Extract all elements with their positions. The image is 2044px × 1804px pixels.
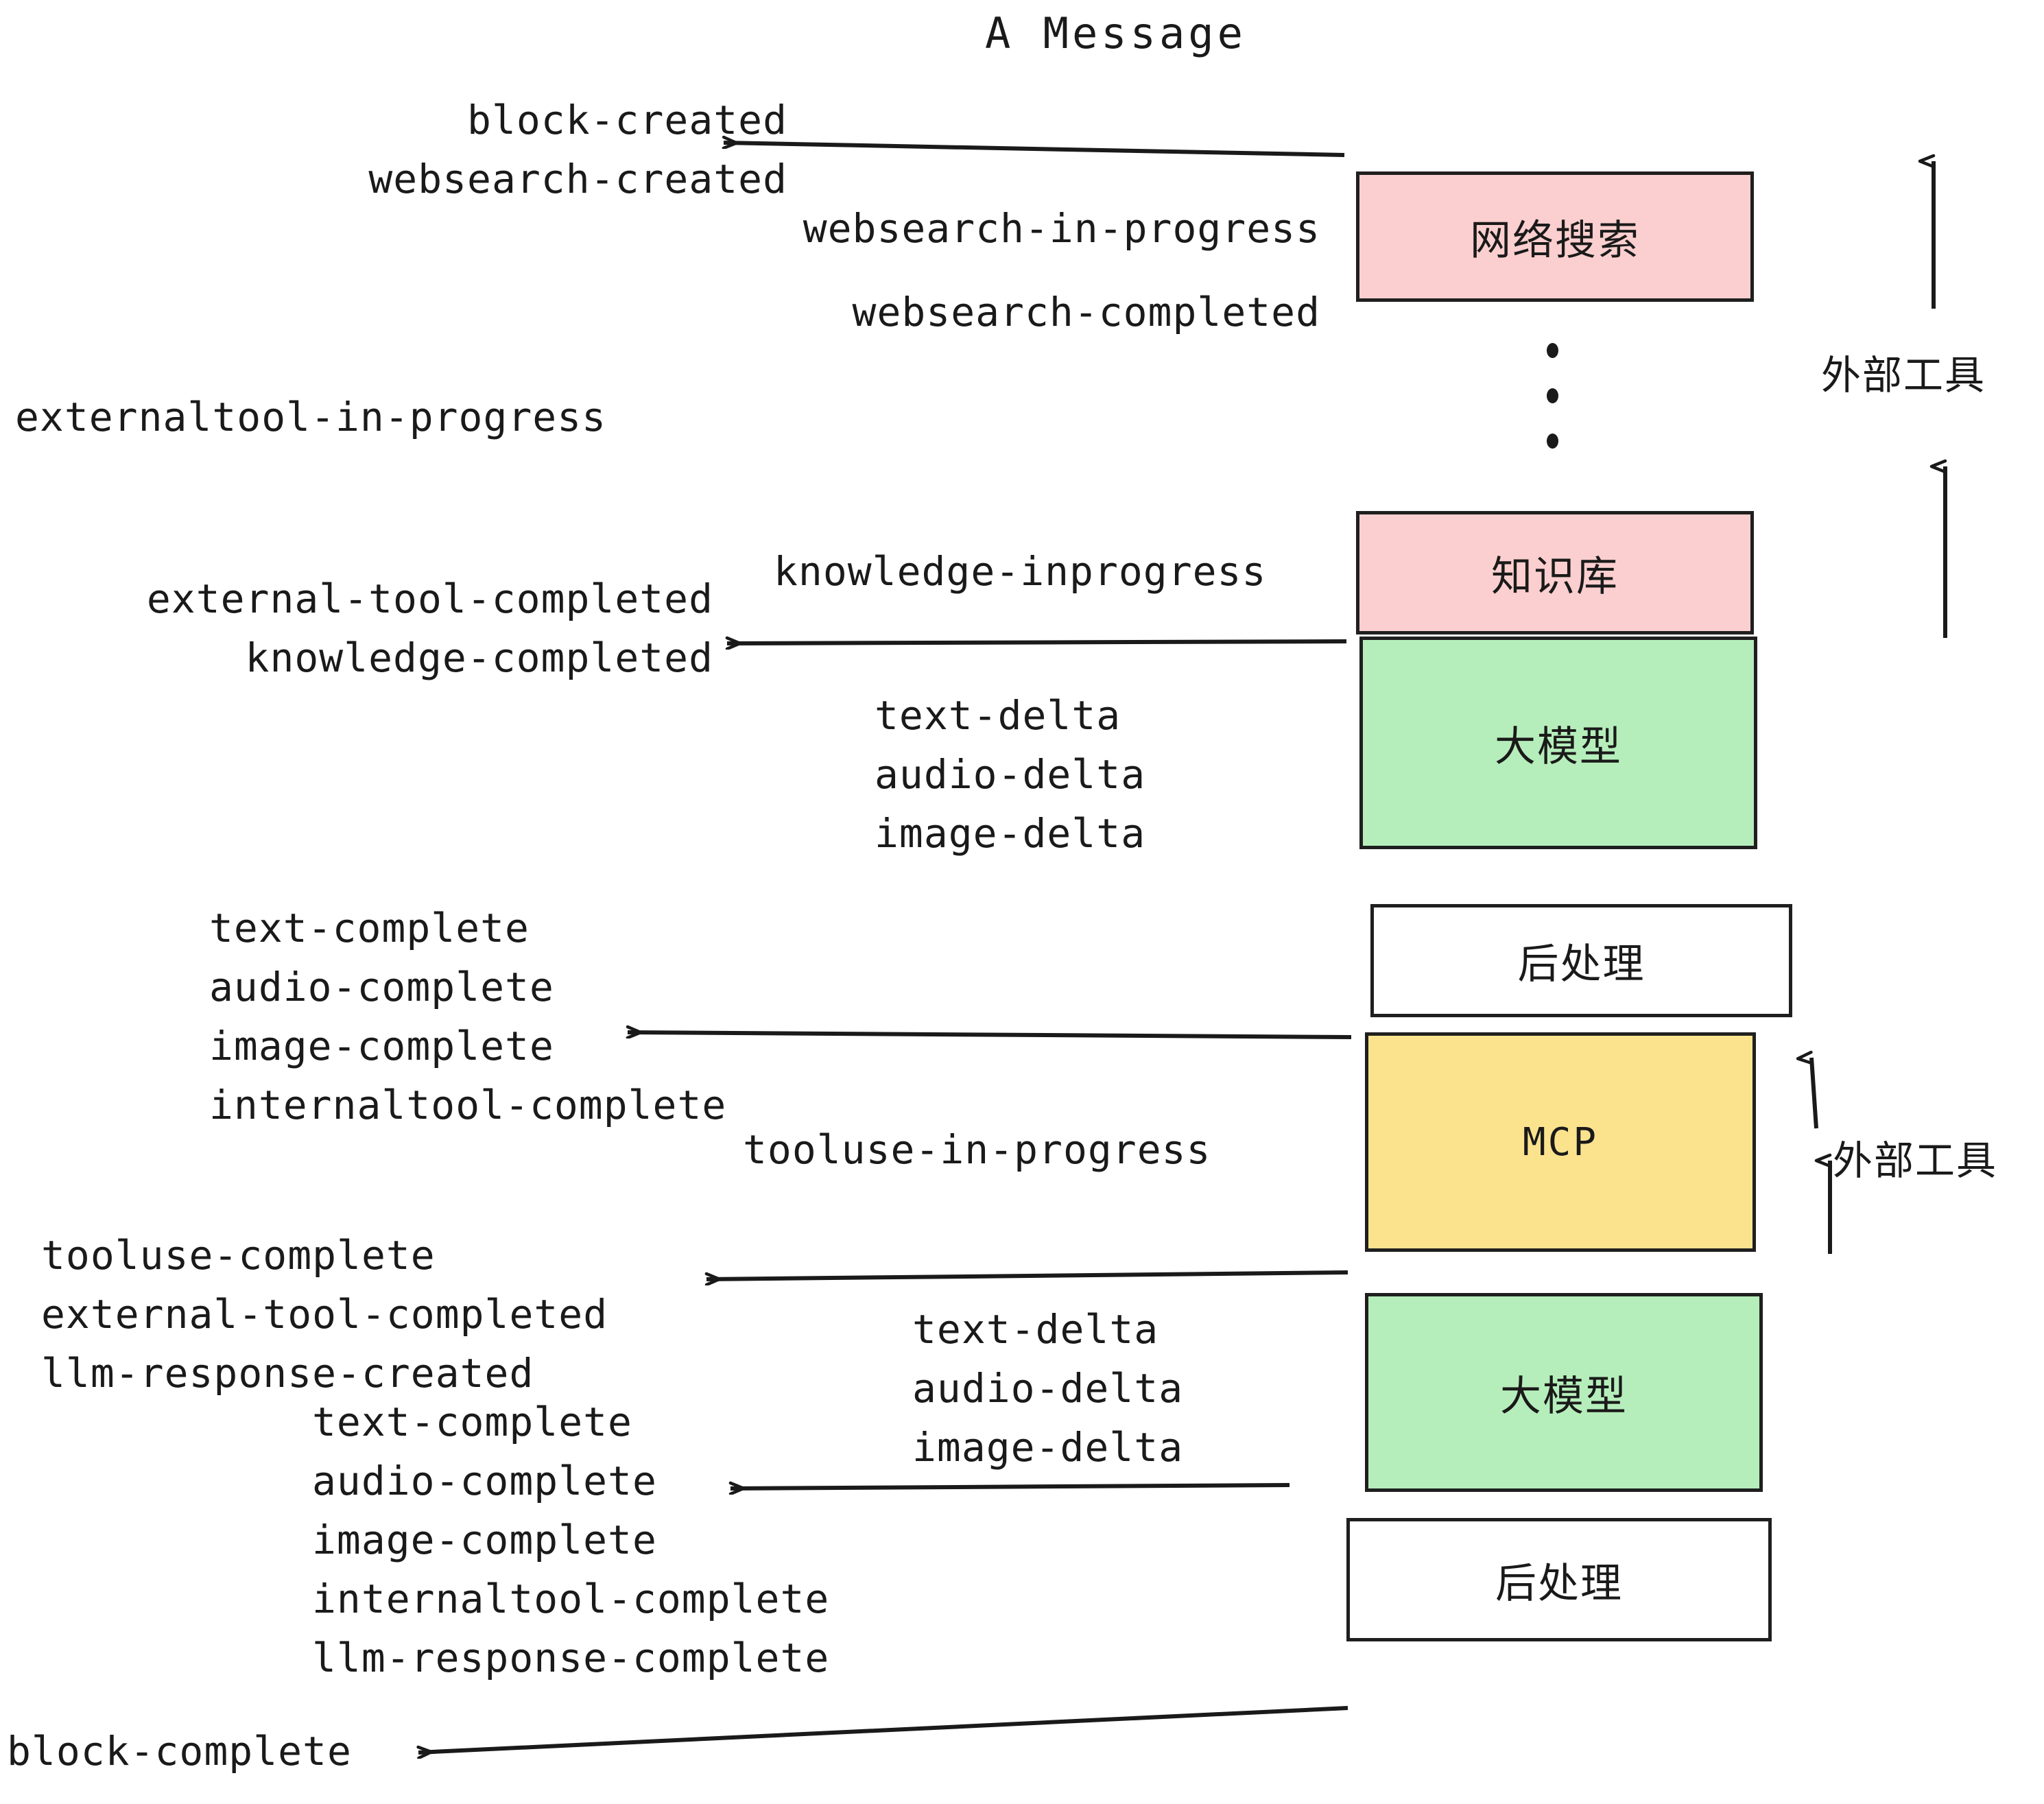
event-group-external-tool-completed-1: external-tool-completed knowledge-comple… [0, 569, 713, 687]
event-external-tool-completed-2: external-tool-completed [41, 1291, 608, 1338]
label-external-tool-top: 外部工具 [1821, 352, 1986, 399]
event-audio-delta-1: audio-delta [875, 751, 1146, 798]
event-tooluse-complete: tooluse-complete [41, 1232, 436, 1279]
event-external-tool-completed-1: external-tool-completed [146, 575, 713, 622]
event-group-block-created: block-created websearch-created [0, 91, 787, 209]
event-knowledge-inprogress: knowledge-inprogress [774, 548, 1267, 595]
box-websearch[interactable]: 网络搜索 [1356, 171, 1754, 302]
box-llm-first[interactable]: 大模型 [1359, 637, 1757, 849]
event-image-delta-2: image-delta [912, 1424, 1184, 1471]
event-internaltool-complete-1: internaltool-complete [209, 1082, 727, 1128]
event-group-websearch: websearch-in-progress websearch-complete… [617, 199, 1320, 342]
arrow-knowledge-to-completed [727, 641, 1347, 643]
event-text-delta-1: text-delta [875, 692, 1121, 739]
event-group-complete-2: text-complete audio-complete image-compl… [312, 1392, 829, 1687]
arrow-external-tool-bottom-up [1811, 1058, 1818, 1129]
event-externaltool-in-progress: externaltool-in-progress [15, 394, 607, 440]
event-internaltool-complete-2: internaltool-complete [312, 1576, 830, 1622]
event-websearch-in-progress: websearch-in-progress [803, 205, 1320, 252]
event-text-delta-2: text-delta [912, 1306, 1159, 1353]
arrow-websearch-to-block-created [724, 143, 1345, 157]
event-websearch-created: websearch-created [368, 156, 787, 202]
event-audio-complete-2: audio-complete [312, 1458, 657, 1504]
arrow-postprocess-to-block-complete [418, 1706, 1348, 1753]
arrow-mcp-to-tooluse-complete [706, 1270, 1348, 1279]
arrow-postprocess-to-image-complete [628, 1032, 1352, 1039]
label-external-tool-bottom: 外部工具 [1833, 1137, 1998, 1184]
event-image-delta-1: image-delta [875, 810, 1146, 857]
event-audio-delta-2: audio-delta [912, 1365, 1184, 1412]
event-block-created: block-created [467, 97, 787, 143]
box-mcp[interactable]: MCP [1365, 1032, 1756, 1252]
event-knowledge-completed: knowledge-completed [245, 634, 713, 681]
page-title: A Message [985, 8, 1246, 58]
box-postprocess-first[interactable]: 后处理 [1370, 904, 1792, 1017]
box-llm-second[interactable]: 大模型 [1365, 1293, 1763, 1492]
event-group-deltas-2: text-delta audio-delta image-delta [912, 1300, 1183, 1477]
event-image-complete-2: image-complete [312, 1517, 657, 1563]
box-postprocess-second[interactable]: 后处理 [1346, 1518, 1772, 1641]
event-llm-response-complete: llm-response-complete [312, 1635, 830, 1681]
event-tooluse-in-progress: tooluse-in-progress [743, 1126, 1211, 1173]
event-text-complete-2: text-complete [312, 1399, 632, 1445]
box-knowledge[interactable]: 知识库 [1356, 511, 1754, 634]
event-group-deltas-1: text-delta audio-delta image-delta [875, 686, 1145, 863]
event-websearch-completed: websearch-completed [852, 289, 1320, 335]
event-audio-complete-1: audio-complete [209, 964, 554, 1010]
event-llm-response-created: llm-response-created [41, 1350, 534, 1397]
vertical-ellipsis [1547, 343, 1558, 479]
event-image-complete-1: image-complete [209, 1023, 554, 1069]
event-block-complete: block-complete [7, 1728, 352, 1775]
event-text-complete-1: text-complete [209, 905, 530, 951]
event-group-complete-1: text-complete audio-complete image-compl… [209, 899, 726, 1135]
event-group-tooluse-complete: tooluse-complete external-tool-completed… [41, 1226, 608, 1403]
